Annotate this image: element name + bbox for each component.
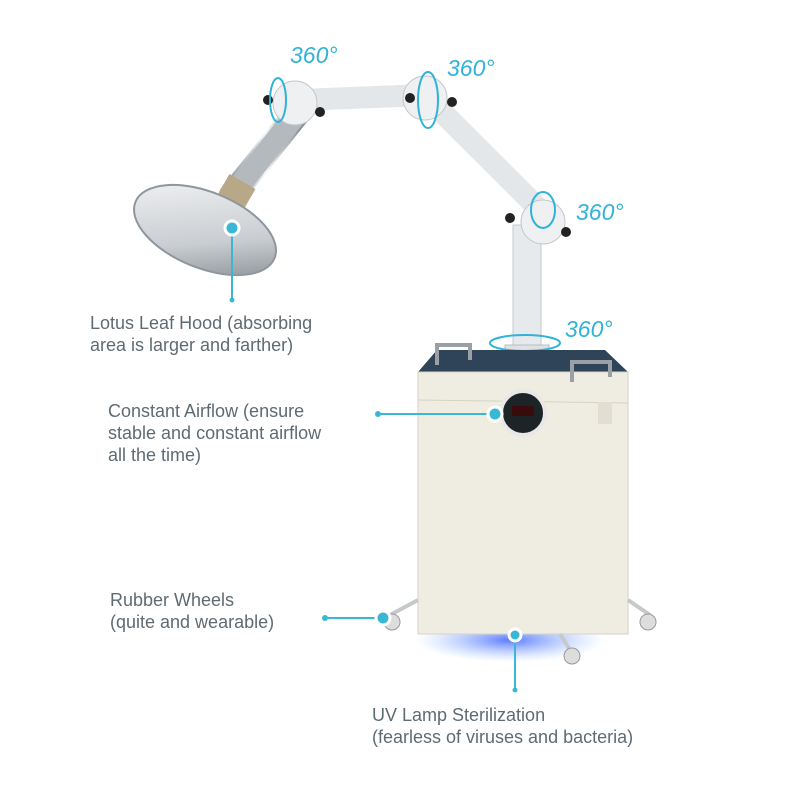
cabinet (383, 343, 657, 665)
callout-text: UV Lamp Sterilization (372, 705, 546, 725)
callout-text: Rubber Wheels (110, 590, 235, 610)
callout-text: Lotus Leaf Hood (absorbing (90, 313, 313, 333)
callout-text: area is larger and farther) (90, 335, 294, 355)
wheel (563, 647, 581, 665)
rotation-label: 360° (447, 55, 495, 81)
callout-hood: Lotus Leaf Hood (absorbing area is large… (90, 312, 312, 356)
callout-text: stable and constant airflow (108, 423, 322, 443)
joint (272, 80, 318, 126)
callout-uv: UV Lamp Sterilization (fearless of virus… (372, 704, 633, 748)
rotation-arrows (269, 71, 561, 352)
rotation-label: 360° (576, 199, 624, 225)
lotus-leaf-hood (133, 183, 277, 277)
wheel (639, 613, 657, 631)
rotation-label: 360° (290, 42, 338, 68)
callout-text: (fearless of viruses and bacteria) (372, 727, 634, 747)
rotation-label: 360° (565, 316, 613, 342)
callout-text: Constant Airflow (ensure (108, 401, 305, 421)
callout-text: all the time) (108, 445, 202, 465)
callout-text: (quite and wearable) (110, 612, 275, 632)
callout-wheels: Rubber Wheels (quite and wearable) (110, 589, 274, 633)
joint (520, 199, 566, 245)
callout-dots (223, 219, 523, 693)
callout-lines (231, 228, 516, 690)
callout-airflow: Constant Airflow (ensure stable and cons… (108, 400, 321, 466)
